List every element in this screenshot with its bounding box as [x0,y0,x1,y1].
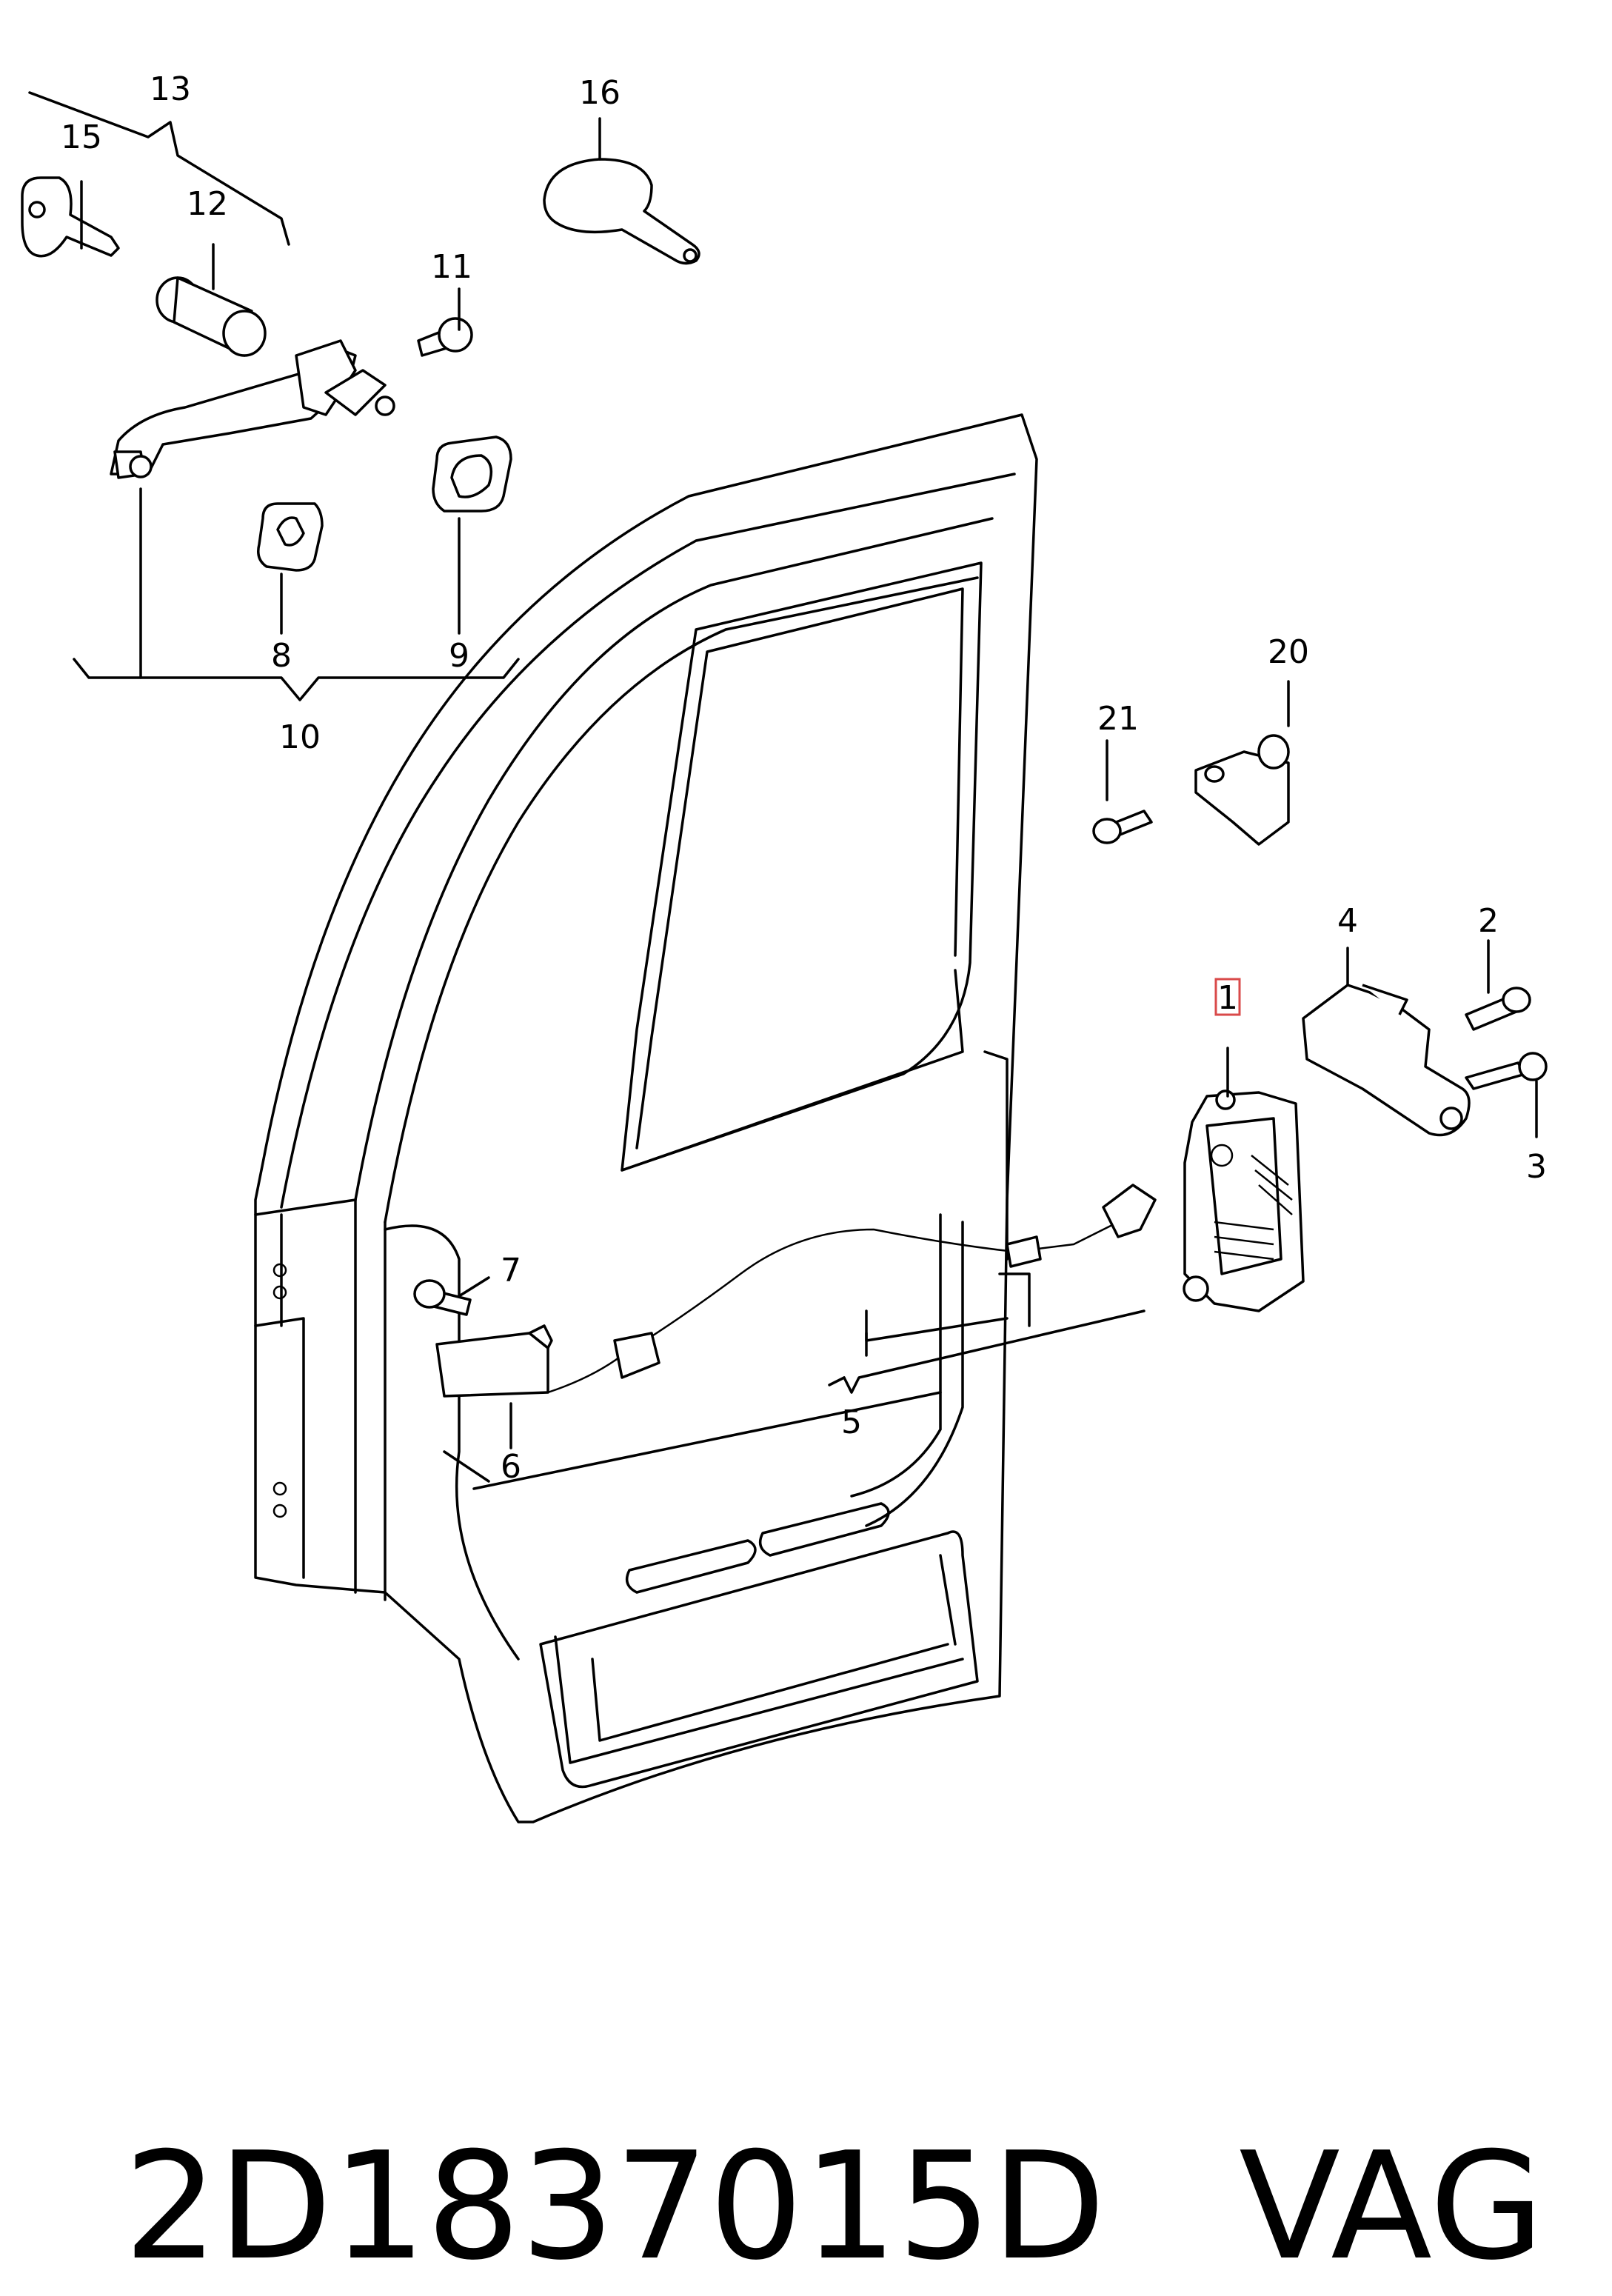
callout-9: 9 [449,637,469,675]
callout-21: 21 [1097,700,1139,738]
part-2-screw [1465,987,1531,1031]
outer-door-handle [110,339,395,479]
part-15-key [21,176,120,258]
part-20-hinge-bracket [1194,734,1290,846]
callout-15: 15 [61,119,102,156]
callout-7: 7 [501,1252,521,1289]
callout-2: 2 [1478,902,1499,940]
part-4-cover [1302,984,1471,1137]
callout-1: 1 [1217,979,1238,1017]
callout-4: 4 [1337,902,1358,940]
part-5-cable [547,1184,1157,1394]
part-3-self-tapping-screw [1465,1052,1548,1090]
brand-name: VAG [1239,2120,1545,2293]
part-8-gasket [257,502,324,572]
part-16-cap [543,158,700,265]
part-6-inner-handle [435,1324,553,1398]
part-11-screw [417,317,473,357]
part-12-lock-cylinder [155,276,267,357]
part-number: 2D1837015D [124,2120,1106,2293]
part-1-door-lock [1183,1089,1305,1312]
callout-labels: 1 2 3 4 5 6 7 8 9 10 11 12 13 15 16 20 2… [61,70,1547,1486]
highlight-box-part-1 [1214,978,1241,1016]
callout-16: 16 [579,74,621,112]
door-shell [254,413,1038,1823]
callout-3: 3 [1526,1148,1547,1186]
callout-20: 20 [1268,633,1309,671]
callout-8: 8 [271,637,292,675]
part-9-gasket [432,435,512,513]
callout-5: 5 [841,1404,862,1441]
exploded-parts-diagram: 1 2 3 4 5 6 7 8 9 10 11 12 13 15 16 20 2… [21,70,1548,1823]
part-7-bolt [413,1279,472,1316]
callout-10: 10 [279,718,321,756]
callout-13: 13 [150,70,191,108]
part-21-screw [1092,810,1153,844]
callout-11: 11 [431,248,472,286]
leader-lines [28,91,1538,1449]
callout-12: 12 [187,185,228,223]
part-number-footer: 2D1837015D VAG [30,1940,1585,2293]
callout-6: 6 [501,1448,521,1486]
